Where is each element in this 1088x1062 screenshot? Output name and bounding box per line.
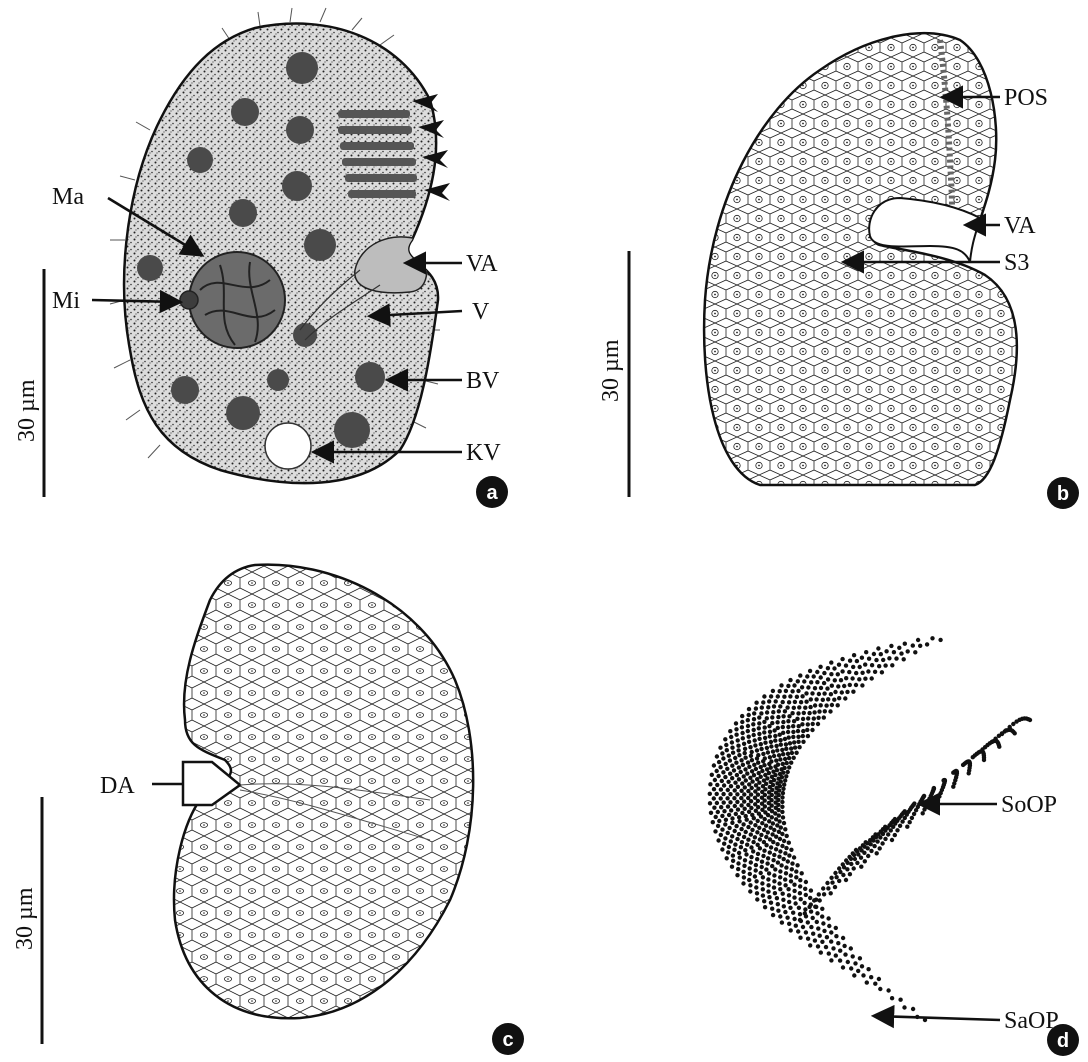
panel-a-vacuole: [286, 52, 318, 84]
panel-d: SoOP SaOP d: [708, 636, 1079, 1056]
panel-a-vacuole: [267, 369, 289, 391]
panel-badge-d-letter: d: [1057, 1030, 1069, 1052]
panel-a-vacuole: [137, 255, 163, 281]
label-v: V: [472, 299, 490, 325]
label-va-a: VA: [466, 251, 498, 277]
label-va-b: VA: [1004, 213, 1036, 239]
panel-a-vacuole: [226, 396, 260, 430]
panel-a: Ma Mi VA V BV KV 30 µm a: [14, 8, 508, 508]
panel-a-vacuole: [355, 362, 385, 392]
panel-a-vacuole: [304, 229, 336, 261]
panel-a-macronucleus: [189, 252, 285, 348]
panel-a-vacuole: [171, 376, 199, 404]
label-s3: S3: [1004, 250, 1029, 276]
panel-a-micronucleus: [180, 291, 198, 309]
panel-a-vacuole: [334, 412, 370, 448]
panel-a-vacuole: [282, 171, 312, 201]
label-bv: BV: [466, 368, 500, 394]
panel-b: POS VA S3 30 µm b: [598, 33, 1079, 509]
label-mi: Mi: [52, 288, 80, 314]
panel-a-vacuole: [187, 147, 213, 173]
scale-label-c: 30 µm: [12, 887, 38, 950]
label-ma: Ma: [52, 184, 84, 210]
panel-a-vacuole: [231, 98, 259, 126]
saop-kinetosome-field: [708, 636, 943, 1022]
panel-badge-b-letter: b: [1057, 483, 1069, 505]
label-da: DA: [100, 773, 135, 799]
panel-c: DA 30 µm c: [12, 565, 524, 1055]
label-pos: POS: [1004, 85, 1048, 111]
scale-label-a: 30 µm: [14, 379, 40, 442]
label-kv: KV: [466, 440, 501, 466]
panel-a-vacuole: [293, 323, 317, 347]
panel-badge-a-letter: a: [486, 482, 498, 504]
panel-a-vacuole: [229, 199, 257, 227]
pointer-saop: [876, 1016, 1000, 1020]
label-soop: SoOP: [1001, 792, 1057, 818]
soop-kinetosome-field: [798, 716, 1032, 922]
panel-badge-c-letter: c: [502, 1029, 513, 1051]
panel-a-contractile-vacuole: [265, 423, 311, 469]
panel-a-vacuole: [286, 116, 314, 144]
scale-label-b: 30 µm: [598, 339, 624, 402]
